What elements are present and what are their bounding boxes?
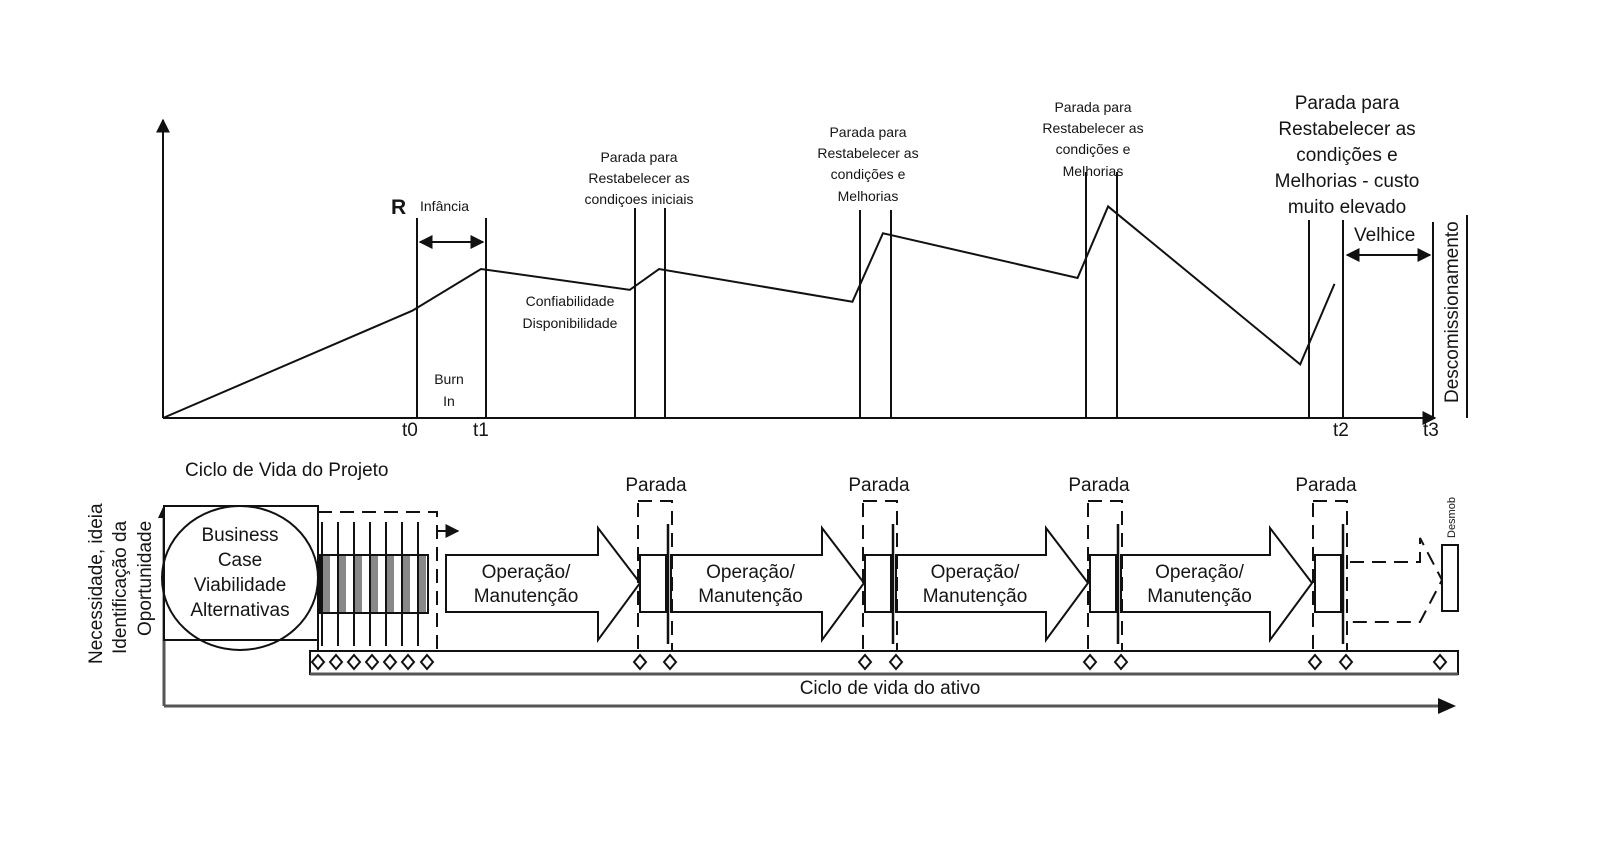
- project-phase-fill-5: [402, 556, 410, 612]
- tick-label-t2: t2: [1333, 420, 1349, 441]
- stop-box-3: [1089, 554, 1117, 613]
- tick-label-t1: t1: [473, 420, 489, 441]
- milestone-diamond-3: [346, 653, 362, 671]
- svg-text:muito elevado: muito elevado: [1288, 197, 1406, 218]
- parada-label-2: Parada: [848, 475, 910, 496]
- stop-2-label: Parada para Restabelecer as condições e …: [817, 124, 918, 204]
- milestone-diamond-2: [328, 653, 344, 671]
- operation-arrow-label-4-1: Operação/: [1155, 562, 1244, 583]
- stop-box-1: [639, 554, 667, 613]
- milestone-diamond-6: [400, 653, 416, 671]
- svg-text:Viabilidade: Viabilidade: [194, 575, 287, 596]
- project-phase-bars: [319, 522, 429, 646]
- svg-text:Melhorias: Melhorias: [1063, 163, 1124, 179]
- milestone-diamond-15: [1338, 653, 1354, 671]
- asset-cycle-label: Ciclo de vida do ativo: [800, 678, 981, 699]
- svg-text:Melhorias - custo: Melhorias - custo: [1275, 171, 1420, 192]
- desmob-box: [1441, 544, 1459, 612]
- operation-arrow-label-4-2: Manutenção: [1147, 586, 1252, 607]
- milestone-diamond-14: [1307, 653, 1323, 671]
- operation-arrow-1: [445, 525, 642, 644]
- bottom-band: Ciclo de Vida do Projeto Necessidade, id…: [86, 460, 1459, 714]
- project-phase-fill-6: [418, 556, 426, 612]
- svg-text:Restabelecer as: Restabelecer as: [817, 145, 918, 161]
- operation-arrows: Operação/Manutenção Operação/Manutenção Op…: [445, 525, 1314, 644]
- operation-arrow-label-2-2: Manutenção: [698, 586, 803, 607]
- velhice-label: Velhice: [1354, 225, 1415, 246]
- operation-arrow-label-2-1: Operação/: [706, 562, 795, 583]
- milestone-diamond-5: [382, 653, 398, 671]
- decommission-dashed-arrow: [1350, 537, 1444, 623]
- svg-text:condições e: condições e: [1296, 145, 1397, 166]
- operation-arrow-2: [670, 525, 866, 644]
- project-phase-fill-0: [322, 556, 330, 612]
- milestone-diamond-9: [662, 653, 678, 671]
- parada-label-1: Parada: [625, 475, 687, 496]
- tick-label-t3: t3: [1423, 420, 1439, 441]
- reliability-points: [163, 206, 1335, 418]
- svg-text:Business: Business: [201, 525, 278, 546]
- stop-1-label: Parada para Restabelecer as condiçoes in…: [585, 149, 694, 207]
- operation-arrow-3: [895, 525, 1090, 644]
- operation-arrow-label-1-1: Operação/: [482, 562, 571, 583]
- parada-label-3: Parada: [1068, 475, 1130, 496]
- project-phase-fill-2: [354, 556, 362, 612]
- burn-in-label-line1: Burn: [434, 371, 464, 387]
- y-axis-label: R: [391, 196, 406, 219]
- tick-label-t0: t0: [402, 420, 418, 441]
- svg-text:condiçoes iniciais: condiçoes iniciais: [585, 191, 694, 207]
- business-case-label: Business Case Viabilidade Alternativas: [190, 525, 289, 621]
- svg-text:Necessidade, ideia: Necessidade, ideia: [86, 503, 107, 664]
- svg-text:condições e: condições e: [1056, 141, 1131, 157]
- operation-arrow-label-1-2: Manutenção: [474, 586, 579, 607]
- stop-box-4: [1314, 554, 1342, 613]
- svg-text:Oportunidade: Oportunidade: [135, 521, 156, 636]
- reliability-curve: [162, 204, 1336, 419]
- parada-label-4: Parada: [1295, 475, 1357, 496]
- milestone-diamond-8: [632, 653, 648, 671]
- svg-text:Alternativas: Alternativas: [190, 600, 289, 621]
- top-chart: R t0 t1 t2 t3 Infância Burn In Confiabil…: [156, 93, 1468, 441]
- stop-3-label: Parada para Restabelecer as condições e …: [1042, 99, 1143, 179]
- milestone-diamond-4: [364, 653, 380, 671]
- svg-text:Case: Case: [218, 550, 262, 571]
- confiabilidade-label: Confiabilidade: [526, 293, 615, 309]
- milestone-bar: [309, 650, 1459, 675]
- desmob-label: Desmob: [1446, 497, 1458, 538]
- infancia-label: Infância: [420, 198, 469, 214]
- milestone-diamond-7: [419, 653, 435, 671]
- project-cycle-title: Ciclo de Vida do Projeto: [185, 460, 389, 481]
- project-phase-fill-3: [370, 556, 378, 612]
- stop-box-2: [864, 554, 892, 613]
- stop-4-label: Parada para Restabelecer as condições e …: [1275, 93, 1420, 218]
- svg-text:Identificação da: Identificação da: [110, 520, 131, 654]
- milestone-diamond-1: [310, 653, 326, 671]
- svg-text:Melhorias: Melhorias: [838, 188, 899, 204]
- svg-text:Restabelecer as: Restabelecer as: [588, 170, 689, 186]
- milestones: [310, 653, 1448, 671]
- svg-text:Restabelecer as: Restabelecer as: [1278, 119, 1415, 140]
- svg-text:Parada para: Parada para: [829, 124, 906, 140]
- svg-text:Restabelecer as: Restabelecer as: [1042, 120, 1143, 136]
- svg-text:condições e: condições e: [831, 166, 906, 182]
- operation-arrow-4: [1120, 525, 1314, 644]
- milestone-diamond-16: [1432, 653, 1448, 671]
- svg-text:Parada para: Parada para: [1295, 93, 1400, 114]
- svg-text:Parada para: Parada para: [600, 149, 677, 165]
- operation-arrow-label-3-1: Operação/: [931, 562, 1020, 583]
- opportunity-axis-label: Necessidade, ideia Identificação da Opor…: [86, 503, 156, 664]
- milestone-diamond-11: [888, 653, 904, 671]
- milestone-diamond-10: [857, 653, 873, 671]
- svg-text:Parada para: Parada para: [1054, 99, 1131, 115]
- milestone-diamond-12: [1082, 653, 1098, 671]
- disponibilidade-label: Disponibilidade: [523, 315, 618, 331]
- burn-in-label-line2: In: [443, 393, 455, 409]
- milestone-diamond-13: [1113, 653, 1129, 671]
- project-phase-fill-1: [338, 556, 346, 612]
- asset-cycle-axis-arrowhead: [1438, 698, 1456, 714]
- descomissionamento-label: Descomissionamento: [1442, 221, 1463, 403]
- operation-arrow-label-3-2: Manutenção: [923, 586, 1028, 607]
- project-phase-fill-4: [386, 556, 394, 612]
